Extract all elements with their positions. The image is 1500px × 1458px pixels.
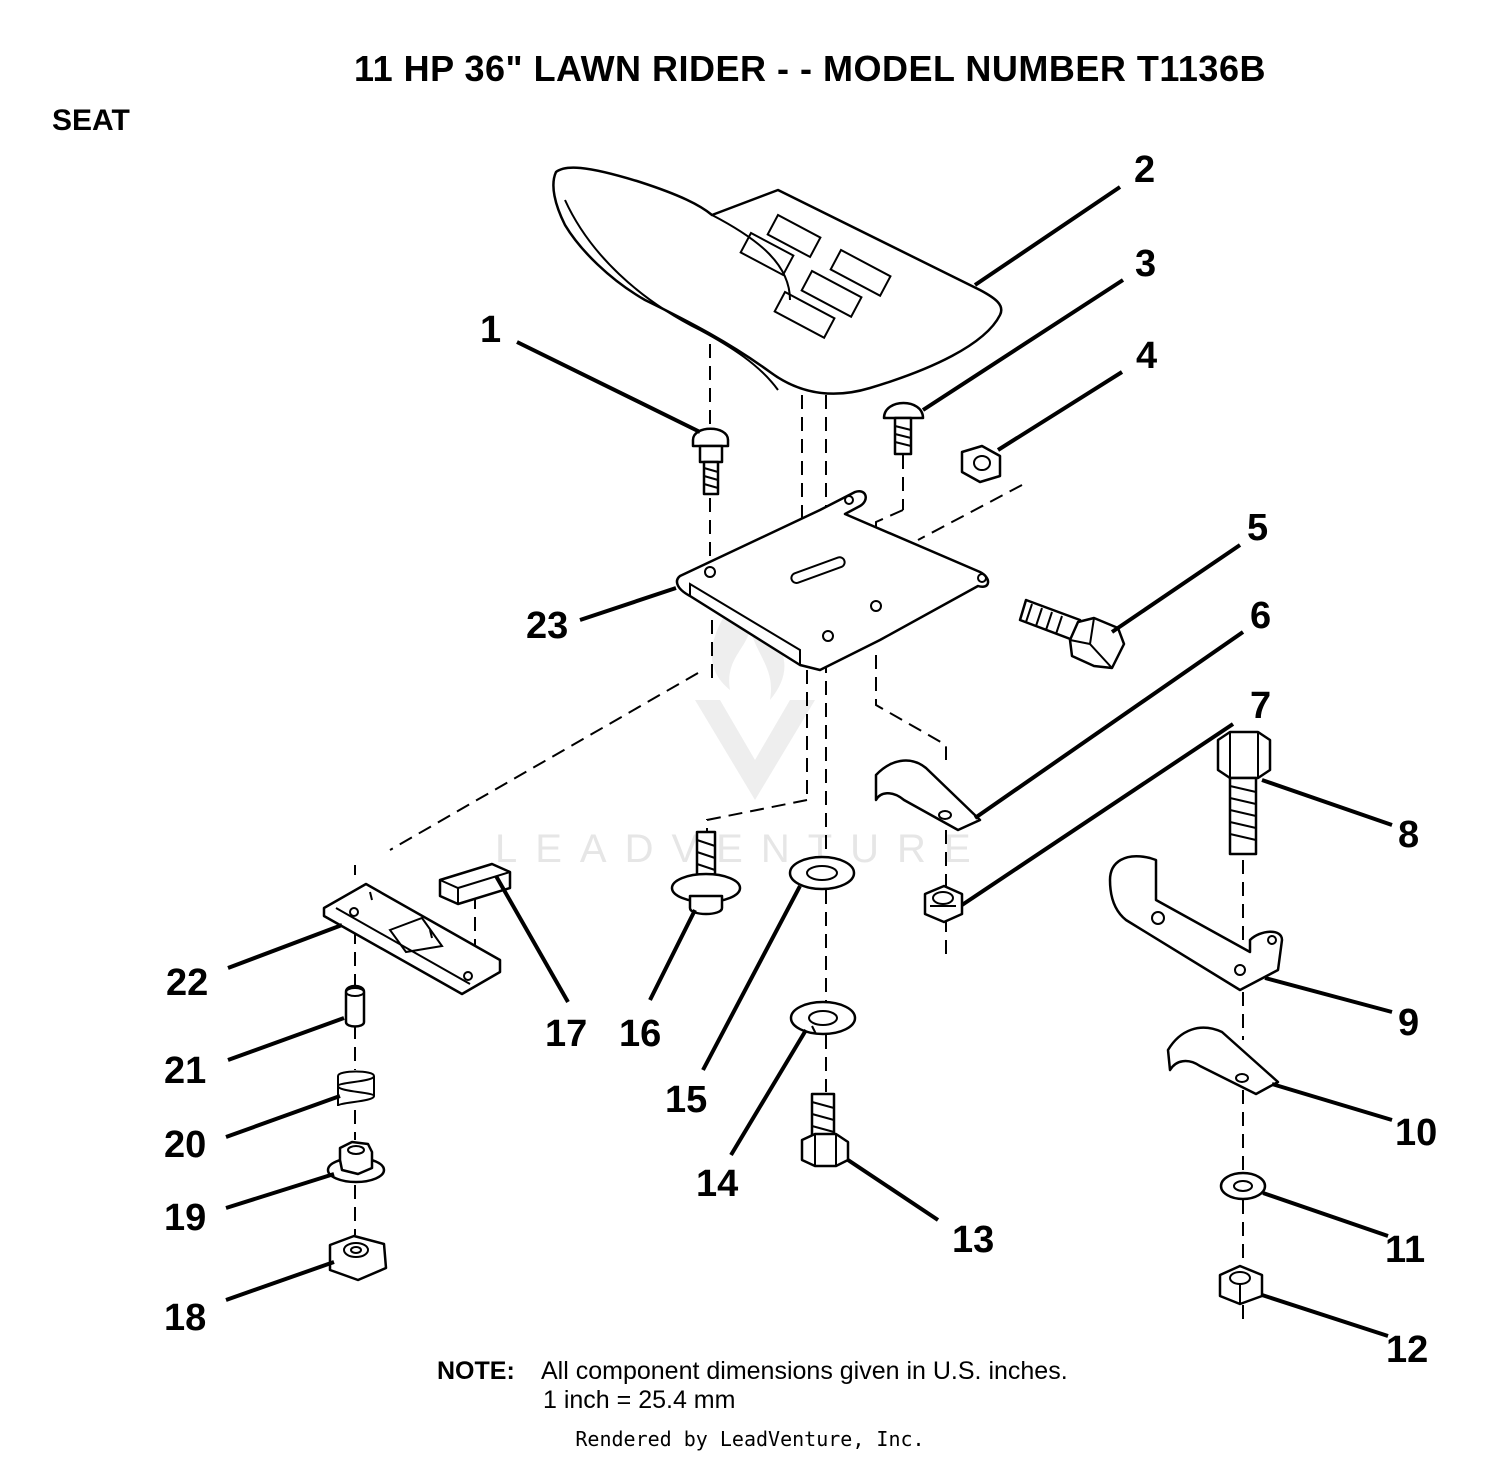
- watermark-text: LEADVENTURE: [495, 827, 989, 871]
- page-title: 11 HP 36" LAWN RIDER - - MODEL NUMBER T1…: [354, 48, 1266, 89]
- callout-18: 18: [164, 1297, 206, 1339]
- section-label: SEAT: [52, 104, 130, 137]
- key-part: [438, 862, 512, 906]
- spring-part: [336, 1070, 376, 1107]
- callout-14: 14: [696, 1163, 738, 1205]
- rendered-by-footer: Rendered by LeadVenture, Inc.: [575, 1427, 925, 1451]
- callout-7: 7: [1250, 685, 1271, 727]
- watermark: LEADVENTURE: [495, 600, 989, 871]
- note-label: NOTE:: [437, 1357, 515, 1385]
- callout-16: 16: [619, 1013, 661, 1055]
- callout-4: 4: [1136, 335, 1157, 377]
- callout-15: 15: [665, 1079, 707, 1121]
- dimensions-note: NOTE: All component dimensions given in U…: [437, 1357, 1068, 1415]
- slide-rail-part: [322, 882, 502, 996]
- carriage-bolt-part: [691, 427, 730, 496]
- hex-nut-part: [960, 444, 1002, 484]
- cap-screw-part: [800, 1092, 850, 1168]
- shoulder-bolt-part: [670, 830, 742, 916]
- pin-part: [344, 984, 366, 1028]
- callout-8: 8: [1398, 814, 1419, 856]
- flange-lock-nut-part: [328, 1234, 388, 1282]
- callout-12: 12: [1386, 1329, 1428, 1371]
- truss-screw-part: [882, 401, 925, 456]
- callout-1: 1: [480, 309, 501, 351]
- callout-numbers: 1 2 3 4 5 6 7 8 9 10 11 12 13 14 15 16 1…: [164, 149, 1437, 1371]
- clip-part: [874, 759, 982, 832]
- lock-nut-right-part: [1218, 1264, 1264, 1306]
- callout-2: 2: [1134, 149, 1155, 191]
- bolt-part: [1216, 730, 1272, 856]
- lock-nut-part: [923, 884, 964, 924]
- note-line-2: 1 inch = 25.4 mm: [543, 1386, 736, 1414]
- callout-10: 10: [1395, 1112, 1437, 1154]
- callout-17: 17: [545, 1013, 587, 1055]
- flat-washer-part: [788, 855, 856, 891]
- clip-lower-part: [1166, 1026, 1280, 1096]
- callout-22: 22: [166, 962, 208, 1004]
- assembly-lines: [354, 300, 1244, 1325]
- note-line-1: All component dimensions given in U.S. i…: [541, 1357, 1068, 1385]
- callout-23: 23: [526, 605, 568, 647]
- seat-plate-part: [675, 489, 990, 672]
- washer-right-part: [1219, 1171, 1267, 1201]
- leader-lines: [225, 185, 1393, 1338]
- callout-20: 20: [164, 1124, 206, 1166]
- callout-21: 21: [164, 1050, 206, 1092]
- callout-11: 11: [1385, 1229, 1425, 1271]
- hex-bolt-part: [1018, 598, 1126, 670]
- seat-part: [552, 166, 1003, 395]
- callout-9: 9: [1398, 1002, 1419, 1044]
- callout-3: 3: [1135, 243, 1156, 285]
- bracket-part: [1108, 855, 1284, 992]
- callout-19: 19: [164, 1197, 206, 1239]
- callout-5: 5: [1247, 507, 1268, 549]
- flange-nut-part: [326, 1140, 386, 1184]
- lock-washer-part: [789, 1000, 857, 1036]
- callout-13: 13: [952, 1219, 994, 1261]
- callout-6: 6: [1250, 595, 1271, 637]
